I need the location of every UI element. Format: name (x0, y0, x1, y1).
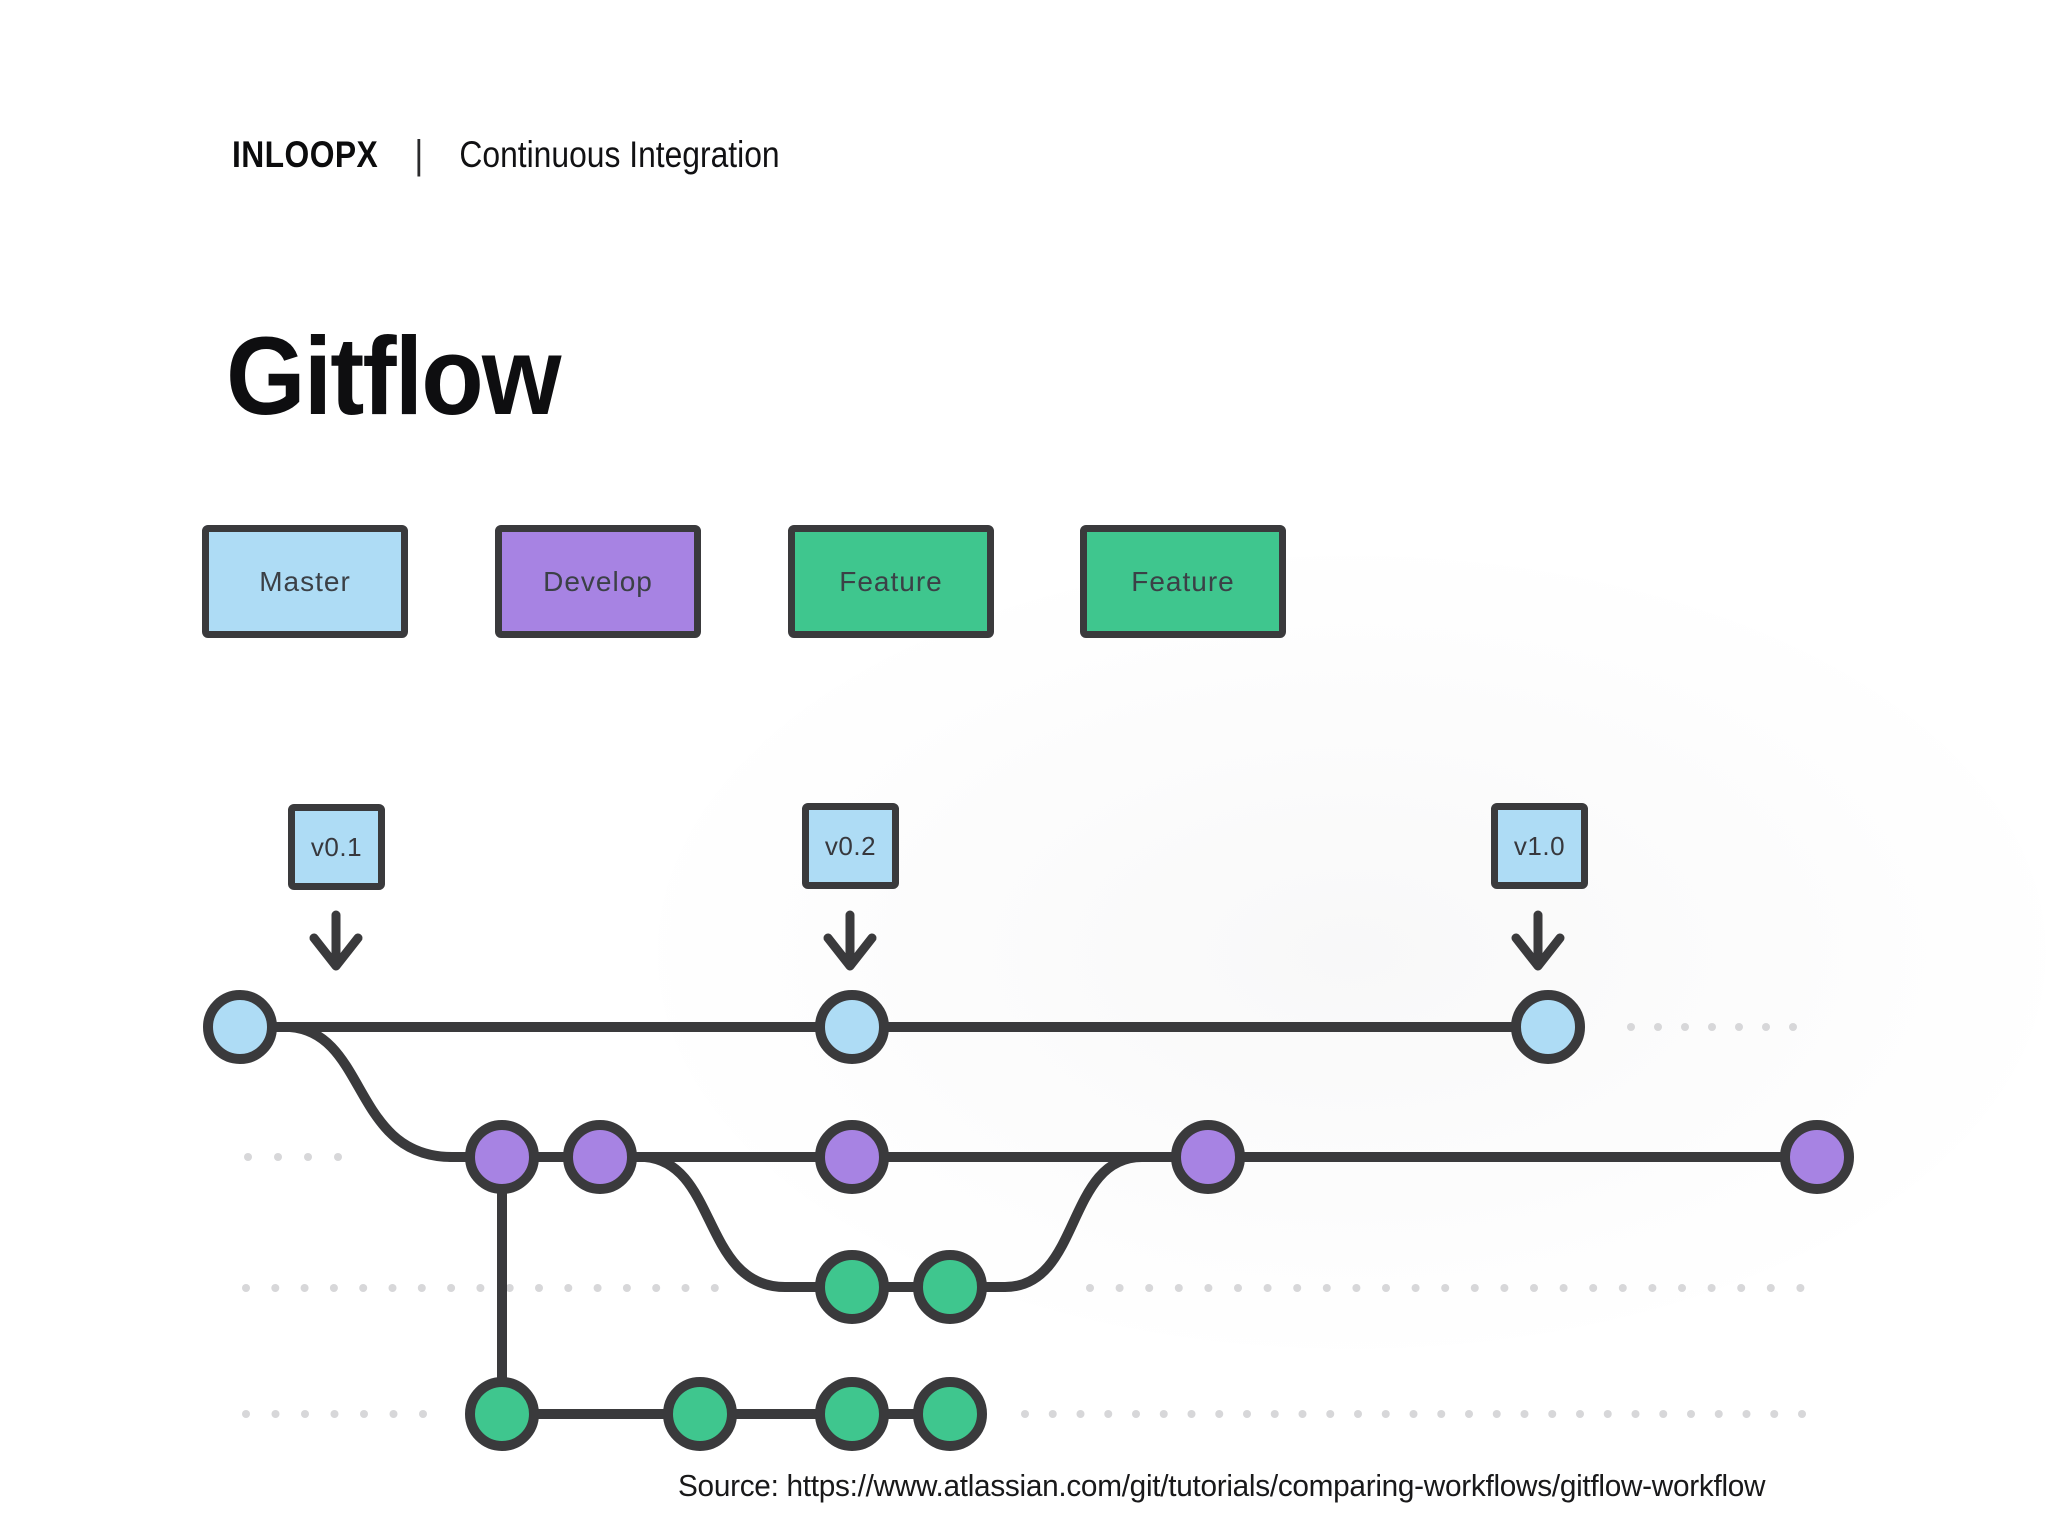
dotted-continuation-develop-left (244, 1153, 342, 1161)
legend-master: Master (202, 525, 408, 638)
commit-master-2 (815, 990, 889, 1064)
commit-feature2-1 (465, 1377, 539, 1451)
legend-develop: Develop (495, 525, 701, 638)
legend-feature-2: Feature (1080, 525, 1286, 638)
feature1-branch-curve (640, 1152, 1147, 1292)
page-title: Gitflow (226, 315, 561, 438)
release-tag-v0.1-label: v0.1 (310, 831, 363, 862)
header: INLOOPX | Continuous Integration (232, 134, 780, 176)
commit-feature1-1 (815, 1250, 889, 1324)
commit-master-3 (1511, 990, 1585, 1064)
legend-feature-1-label: Feature (839, 565, 943, 597)
commit-feature1-2 (913, 1250, 987, 1324)
commit-feature2-2 (663, 1377, 737, 1451)
dotted-continuation-feature2-left (242, 1410, 427, 1418)
master-to-develop-branch-curve (285, 1022, 457, 1162)
commit-develop-2 (563, 1120, 637, 1194)
dotted-continuation-feature1-left (242, 1284, 719, 1292)
commit-develop-5 (1780, 1120, 1854, 1194)
brand-logo: INLOOPX (232, 134, 379, 175)
release-tag-v0.2-label: v0.2 (824, 830, 877, 861)
release-tag-v0.2: v0.2 (802, 803, 899, 889)
commit-feature2-4 (913, 1377, 987, 1451)
dotted-continuation-master-right (1627, 1023, 1797, 1031)
release-arrow-v1.0 (1511, 910, 1565, 971)
release-tag-v0.1: v0.1 (288, 804, 385, 890)
source-attribution: Source: https://www.atlassian.com/git/tu… (678, 1468, 1766, 1503)
legend-develop-label: Develop (543, 565, 653, 597)
header-separator: | (414, 133, 424, 177)
legend-master-label: Master (259, 565, 351, 597)
release-arrow-v0.1 (309, 910, 363, 971)
legend-feature-1: Feature (788, 525, 994, 638)
release-tag-v1.0: v1.0 (1491, 803, 1588, 889)
commit-feature2-3 (815, 1377, 889, 1451)
commit-develop-3 (815, 1120, 889, 1194)
commit-master-1 (203, 990, 277, 1064)
commit-develop-4 (1171, 1120, 1245, 1194)
commit-develop-1 (465, 1120, 539, 1194)
legend-feature-2-label: Feature (1131, 565, 1235, 597)
header-subtitle: Continuous Integration (459, 134, 780, 175)
release-arrow-v0.2 (823, 910, 877, 971)
dotted-continuation-feature1-right (1086, 1284, 1805, 1292)
dotted-continuation-feature2-right (1021, 1410, 1806, 1418)
release-tag-v1.0-label: v1.0 (1513, 830, 1566, 861)
